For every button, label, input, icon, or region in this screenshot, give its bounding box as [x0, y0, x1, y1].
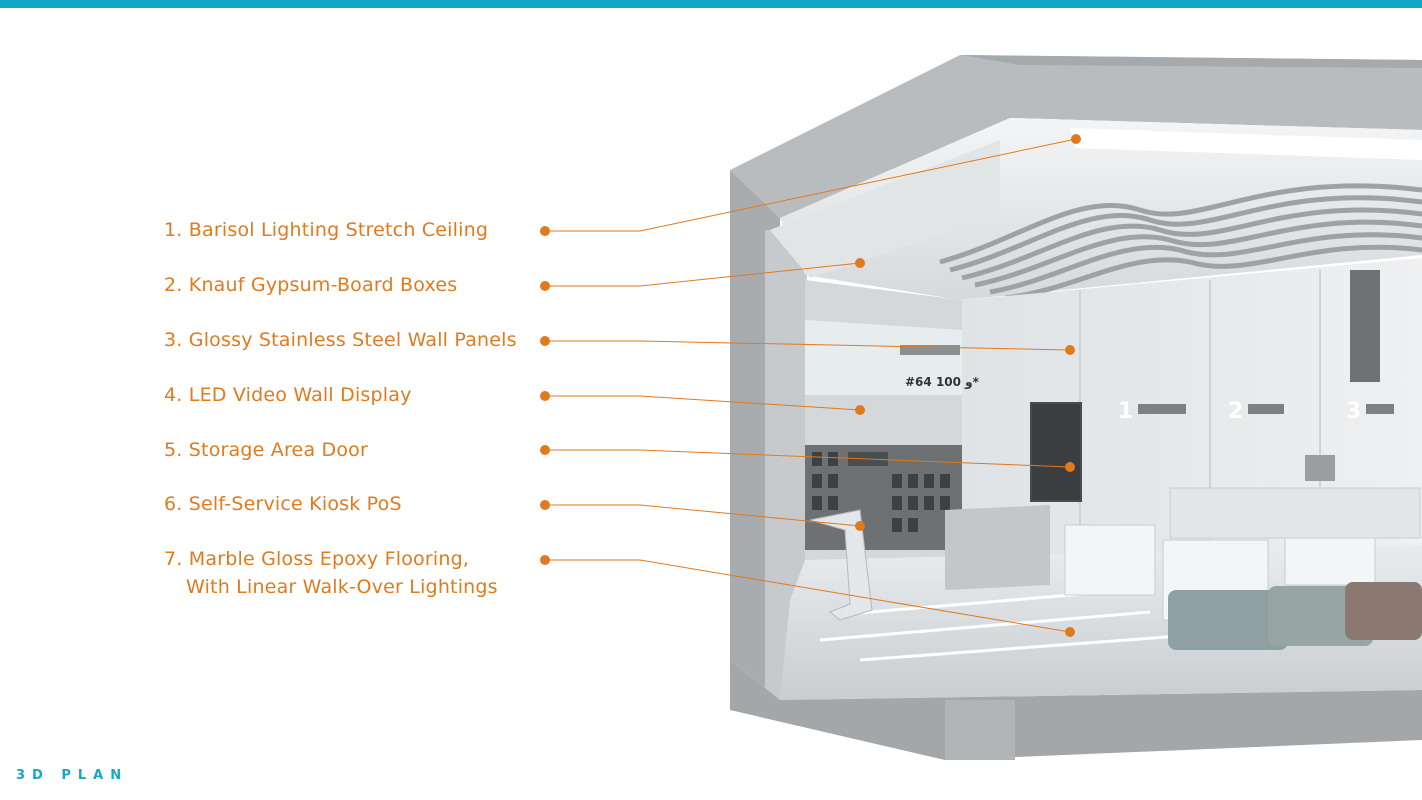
- service-counter: [1169, 487, 1421, 539]
- callout-7: 7. Marble Gloss Epoxy Flooring, With Lin…: [164, 545, 498, 601]
- floor-slab-edge: [730, 660, 1422, 760]
- callout-4: 4. LED Video Wall Display: [164, 381, 412, 409]
- footer-label: 3D PLAN: [16, 768, 129, 783]
- storage-door: [1030, 402, 1082, 502]
- callout-2-text: Knauf Gypsum-Board Boxes: [188, 274, 458, 296]
- callout-4-text: LED Video Wall Display: [188, 384, 412, 406]
- brand-banner: [1350, 270, 1380, 382]
- top-accent-bar: [0, 0, 1422, 8]
- furniture: [809, 455, 1422, 650]
- callout-7-number: 7.: [164, 548, 183, 570]
- gypsum-box: [770, 140, 1000, 278]
- callout-1: 1. Barisol Lighting Stretch Ceiling: [164, 216, 488, 244]
- callout-3-number: 3.: [164, 329, 183, 351]
- counter-number-3: 3: [1346, 399, 1361, 424]
- callout-3-text: Glossy Stainless Steel Wall Panels: [188, 329, 517, 351]
- callout-1-number: 1.: [164, 219, 183, 241]
- callout-6: 6. Self-Service Kiosk PoS: [164, 490, 402, 518]
- display-table-1: [1064, 524, 1156, 596]
- led-video-wall: [805, 320, 962, 395]
- callout-6-text: Self-Service Kiosk PoS: [188, 493, 402, 515]
- callout-4-number: 4.: [164, 384, 183, 406]
- ottoman-1: [1168, 590, 1288, 650]
- ceiling-light-strip: [1070, 128, 1422, 160]
- callout-2: 2. Knauf Gypsum-Board Boxes: [164, 271, 457, 299]
- video-wall-text: #64 و 100*: [905, 375, 980, 390]
- baffle-ceiling: [939, 183, 1422, 301]
- side-wall: #64 و 100*: [805, 280, 980, 560]
- side-counter: [945, 505, 1050, 590]
- callout-5-text: Storage Area Door: [188, 439, 369, 461]
- callout-7-text: Marble Gloss Epoxy Flooring,: [188, 548, 470, 570]
- callout-5-number: 5.: [164, 439, 183, 461]
- counter-number-1: 1: [1118, 399, 1133, 424]
- callout-6-number: 6.: [164, 493, 183, 515]
- callout-7-text-line2: With Linear Walk-Over Lightings: [186, 576, 498, 598]
- callout-5: 5. Storage Area Door: [164, 436, 368, 464]
- counter-number-2: 2: [1228, 399, 1243, 424]
- roof-slab: [730, 55, 1422, 218]
- callout-leaders: [545, 138, 1077, 633]
- callout-dots: [540, 134, 1081, 637]
- callout-1-text: Barisol Lighting Stretch Ceiling: [188, 219, 489, 241]
- ottoman-3: [1345, 582, 1422, 640]
- callout-3: 3. Glossy Stainless Steel Wall Panels: [164, 326, 517, 354]
- callout-2-number: 2.: [164, 274, 183, 296]
- room-shell: [730, 55, 1422, 760]
- counter-monitor: [1305, 455, 1335, 481]
- ceiling: [770, 118, 1422, 300]
